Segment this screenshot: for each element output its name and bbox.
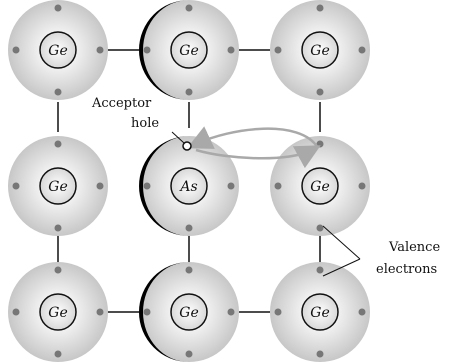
valence-electron [274,46,282,54]
valence-electron [54,266,62,274]
atom-symbol: Ge [48,305,67,321]
valence-electron [358,182,366,190]
atom-symbol: Ge [310,305,329,321]
valence-electron [12,182,20,190]
atom-core [301,293,339,331]
acceptor-label-line1: Acceptor [91,96,152,111]
atom-ge: Ge [8,262,108,362]
atom-core [170,293,208,331]
valence-electron [227,308,235,316]
bonds-group [57,49,321,313]
electron-transfer-arrow [186,126,321,169]
valence-electron [358,308,366,316]
valence-electron [316,350,324,358]
valence-label-line2: electrons [376,262,437,277]
atom-ge: Ge [270,262,370,362]
atom-symbol: Ge [310,179,329,195]
acceptor-label-line2: hole [131,116,159,131]
valence-electron [143,308,151,316]
atom-ge: Ge [139,262,239,362]
atom-ge: Ge [8,0,108,100]
atom-core [39,293,77,331]
valence-electron [12,308,20,316]
atom-symbol: Ge [48,43,67,59]
valence-electron [227,46,235,54]
valence-electron [185,88,193,96]
atom-ge: Ge [270,136,370,236]
valence-electron [185,350,193,358]
valence-electron [96,308,104,316]
valence-electron [316,88,324,96]
valence-electron [96,182,104,190]
valence-electron [54,88,62,96]
acceptor-hole [182,141,192,151]
valence-electron [316,4,324,12]
valence-electron [316,266,324,274]
atom-ge: Ge [139,0,239,100]
valence-electron [274,182,282,190]
atom-core [170,167,208,205]
valence-electron [12,46,20,54]
valence-electron [316,224,324,232]
atom-core [39,167,77,205]
valence-pointer-lower [322,258,361,277]
atom-symbol: Ge [179,305,198,321]
atom-symbol: Ge [179,43,198,59]
valence-electron [185,266,193,274]
valence-electron [54,224,62,232]
atom-core [39,31,77,69]
valence-electron [54,350,62,358]
atom-symbol: As [178,179,197,195]
valence-electron [274,308,282,316]
valence-label-line1: Valence [388,240,440,255]
valence-electron [96,46,104,54]
atom-core [301,31,339,69]
valence-pointer-upper [322,225,361,260]
valence-electron [54,140,62,148]
acceptor-pointer-line [171,131,185,144]
atom-core [170,31,208,69]
valence-electron [143,46,151,54]
valence-electron [358,46,366,54]
valence-electron [227,182,235,190]
atom-ge: Ge [270,0,370,100]
valence-electron [143,182,151,190]
atom-symbol: Ge [48,179,67,195]
valence-electron [185,4,193,12]
atom-symbol: Ge [310,43,329,59]
atom-ge: Ge [8,136,108,236]
valence-electron [185,224,193,232]
atom-as: As [139,136,239,236]
valence-electron [54,4,62,12]
